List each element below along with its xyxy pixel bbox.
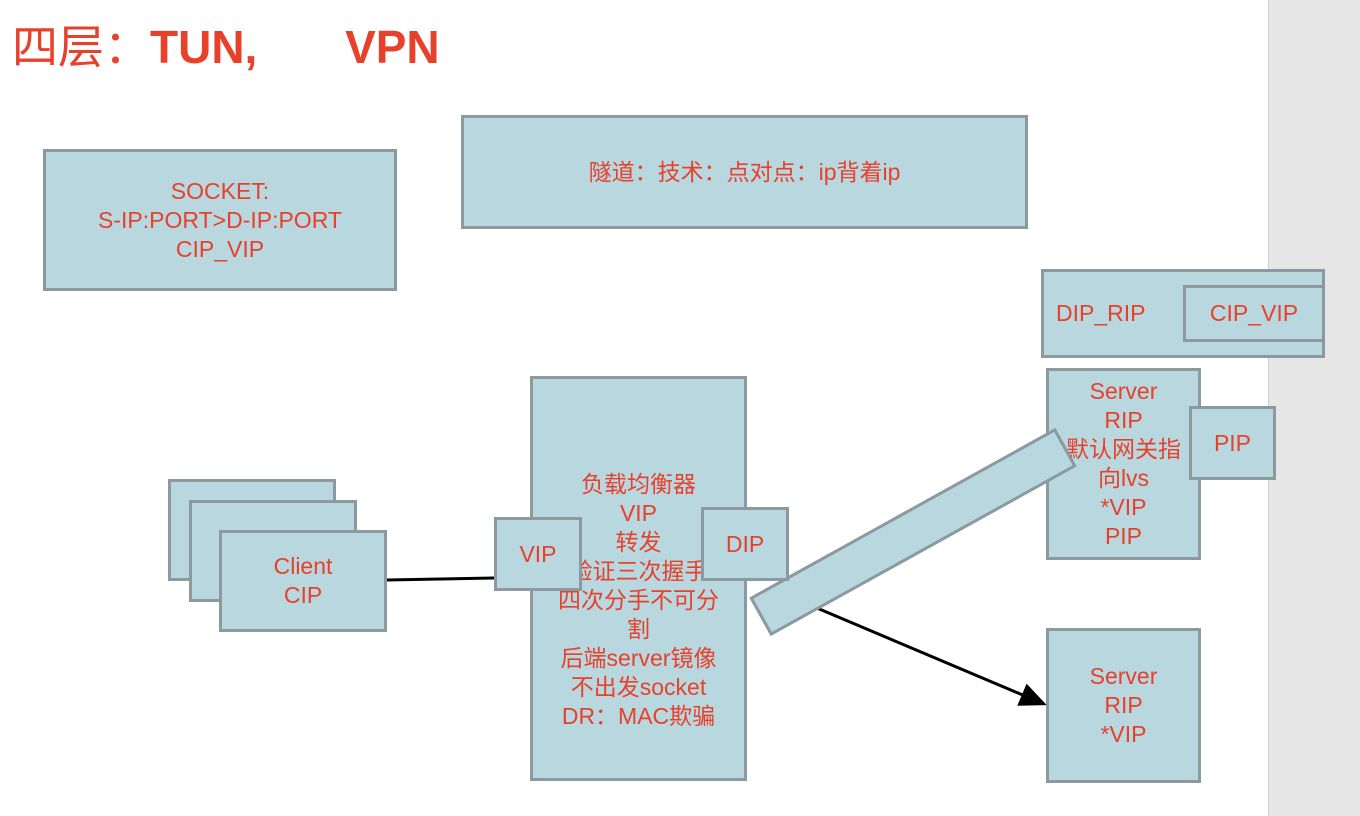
lb-line: 转发 [615, 529, 662, 555]
server-top-line: PIP [1104, 523, 1143, 549]
vip-label: VIP [519, 540, 557, 567]
client-box: Client CIP [219, 530, 387, 632]
title-prefix: 四层： [12, 20, 150, 74]
tunnel-box: 隧道：技术：点对点：ip背着ip [461, 115, 1028, 229]
pip-label: PIP [1213, 429, 1252, 456]
lb-line: 不出发socket [570, 674, 707, 700]
dip-to-server-arrow [797, 598, 1047, 706]
lb-line: 验证三次握手 [569, 558, 708, 584]
socket-box: SOCKET: S-IP:PORT>D-IP:PORT CIP_VIP [43, 149, 397, 291]
tunnel-text: 隧道：技术：点对点：ip背着ip [588, 158, 901, 185]
server-bottom-line: *VIP [1100, 721, 1147, 747]
dip-label: DIP [725, 530, 765, 557]
lb-line: 割 [627, 616, 650, 642]
client-to-vip-line [386, 576, 495, 582]
packet-inner-label: CIP_VIP [1209, 300, 1299, 326]
pip-box: PIP [1189, 406, 1276, 480]
lb-line: 后端server镜像 [560, 645, 717, 671]
socket-cip-vip: CIP_VIP [175, 235, 265, 262]
lb-line: DR：MAC欺骗 [561, 703, 716, 729]
server-bottom-line: Server [1089, 663, 1158, 689]
lb-line: 四次分手不可分 [558, 587, 719, 613]
server-bottom: Server RIP *VIP [1046, 628, 1201, 783]
server-top-line: Server [1089, 378, 1158, 404]
title-proto-vpn: VPN [345, 21, 440, 73]
dip-box: DIP [701, 507, 789, 581]
vip-box: VIP [494, 517, 582, 591]
client-cip: CIP [283, 582, 323, 608]
lb-line: VIP [619, 500, 658, 526]
slide-title: 四层：TUN, VPN [12, 18, 440, 76]
title-proto-tun: TUN, [150, 21, 258, 73]
socket-label: SOCKET: [170, 177, 270, 204]
packet-outer-label: DIP_RIP [1056, 300, 1146, 326]
client-label: Client [273, 553, 333, 579]
server-top-line: 默认网关指 [1066, 436, 1181, 462]
server-top-line: *VIP [1100, 494, 1147, 520]
scrollbar[interactable] [1268, 0, 1360, 816]
lb-line: 负载均衡器 [581, 471, 696, 497]
socket-address: S-IP:PORT>D-IP:PORT [98, 206, 342, 233]
server-bottom-line: RIP [1104, 692, 1143, 718]
server-top-line: 向lvs [1097, 465, 1150, 491]
server-top-line: RIP [1104, 407, 1143, 433]
packet-inner-header: CIP_VIP [1183, 285, 1325, 342]
